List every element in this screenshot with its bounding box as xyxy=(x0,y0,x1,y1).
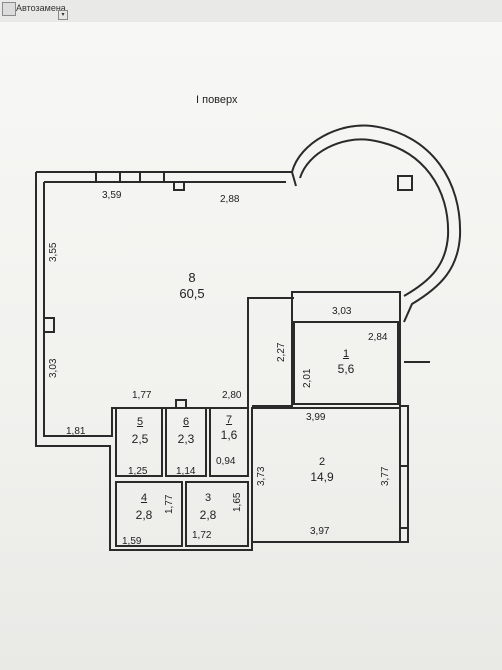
window-title: Автозамена xyxy=(16,3,66,13)
dim-2-27: 2,27 xyxy=(276,342,287,362)
dim-0-94: 0,94 xyxy=(216,456,236,467)
floor-plan-document: І поверх 8 60,5 1 5,6 2 14,9 5 2,5 6 2,3… xyxy=(0,22,502,670)
dim-2-01: 2,01 xyxy=(302,368,313,388)
floor-title: І поверх xyxy=(196,94,238,106)
room-3-number: 3 xyxy=(204,492,212,504)
room-2-number: 2 xyxy=(318,456,326,468)
room-4-number: 4 xyxy=(140,492,148,504)
dim-1-72: 1,72 xyxy=(192,530,212,541)
room-7-area: 1,6 xyxy=(220,428,238,442)
dim-1-14: 1,14 xyxy=(176,466,196,477)
room-4-area: 2,8 xyxy=(135,508,153,522)
dim-3-03-left: 3,03 xyxy=(48,358,59,378)
dim-1-59: 1,59 xyxy=(122,536,142,547)
app-icon[interactable] xyxy=(2,2,16,16)
window-room-2 xyxy=(399,465,409,529)
room-7-outline xyxy=(209,407,249,477)
dim-2-88: 2,88 xyxy=(220,194,240,205)
room-6-area: 2,3 xyxy=(177,432,195,446)
room-5-number: 5 xyxy=(136,416,144,428)
room-2-area: 14,9 xyxy=(310,470,334,484)
room-3-area: 2,8 xyxy=(199,508,217,522)
dim-1-65: 1,65 xyxy=(232,492,243,512)
chevron-down-icon[interactable]: ▾ xyxy=(58,10,68,20)
room-6-number: 6 xyxy=(182,416,190,428)
round-bay-outer xyxy=(291,124,462,323)
room-3-outline xyxy=(185,481,249,547)
dim-3-97: 3,97 xyxy=(310,526,330,537)
round-bay-inner xyxy=(299,138,450,297)
dim-3-55: 3,55 xyxy=(48,242,59,262)
door-top xyxy=(173,181,185,191)
room-7-number: 7 xyxy=(225,414,233,426)
room-4-outline xyxy=(115,481,183,547)
room-8-number: 8 xyxy=(188,270,196,285)
bay-window-square xyxy=(397,175,413,191)
window-titlebar: Автозамена ▾ xyxy=(0,0,502,23)
room-1-number: 1 xyxy=(342,348,350,360)
window-top-1 xyxy=(95,171,121,183)
dim-3-03-top: 3,03 xyxy=(332,306,352,317)
dim-2-80: 2,80 xyxy=(222,390,242,401)
dim-1-25: 1,25 xyxy=(128,466,148,477)
window-top-2 xyxy=(139,171,165,183)
room-1-area: 5,6 xyxy=(337,362,355,376)
dim-2-84: 2,84 xyxy=(368,332,388,343)
dim-1-77-room4: 1,77 xyxy=(164,494,175,514)
dim-1-81: 1,81 xyxy=(66,426,86,437)
room-5-outline xyxy=(115,407,163,477)
dim-3-77: 3,77 xyxy=(380,466,391,486)
dim-1-77-hall: 1,77 xyxy=(132,390,152,401)
room-5-area: 2,5 xyxy=(131,432,149,446)
room-8-area: 60,5 xyxy=(179,286,205,301)
dim-3-73: 3,73 xyxy=(256,466,267,486)
dim-3-59: 3,59 xyxy=(102,190,122,201)
dim-3-99: 3,99 xyxy=(306,412,326,423)
floor-plan-drawing xyxy=(35,124,462,551)
left-wall-niche xyxy=(43,317,55,333)
door-hall xyxy=(175,399,187,409)
room-1-outline xyxy=(293,321,399,405)
